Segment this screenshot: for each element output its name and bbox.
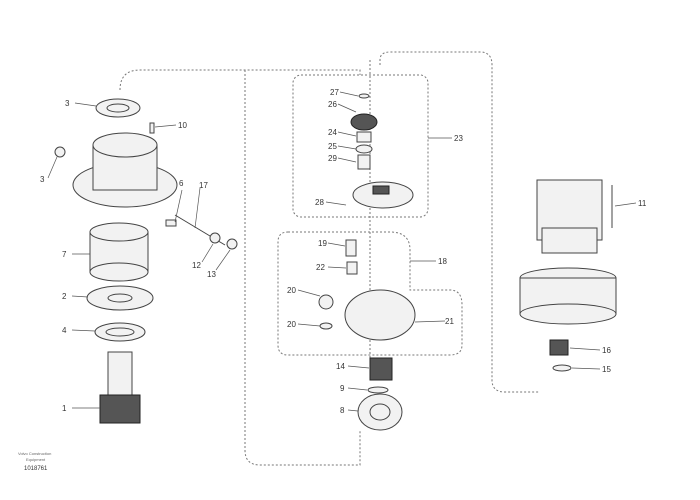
- part-16-gear: [549, 339, 569, 356]
- callout-11: 11: [638, 199, 647, 208]
- callout-23: 23: [454, 134, 463, 143]
- callout-26: 26: [328, 100, 337, 109]
- assembly-path: [119, 69, 361, 91]
- part-18-carrier: [344, 289, 416, 341]
- part-14-gear: [369, 357, 393, 381]
- leader-lines: [47, 91, 637, 412]
- callout-3: 3: [65, 99, 70, 108]
- part-washer: [209, 232, 221, 244]
- part-carrier-hub: [372, 185, 390, 195]
- part-8-hole: [369, 403, 391, 421]
- part-29: [357, 154, 371, 170]
- footer-line-2: Equipment: [26, 457, 46, 462]
- part-27: [358, 93, 370, 99]
- callout-15: 15: [602, 365, 611, 374]
- part-19: [345, 239, 357, 257]
- part-15-washer: [552, 364, 572, 372]
- callout-4: 4: [62, 326, 67, 335]
- callout-20b: 20: [287, 320, 296, 329]
- part-26: [350, 113, 378, 131]
- part-pinion-gear: [99, 394, 141, 424]
- part-20b: [319, 322, 333, 330]
- callout-12: 12: [192, 261, 201, 270]
- part-20a: [318, 294, 334, 310]
- callout-14: 14: [336, 362, 345, 371]
- callout-25: 25: [328, 142, 337, 151]
- part-ring-hole: [105, 327, 135, 337]
- part-9: [367, 386, 389, 394]
- callout-18: 18: [438, 257, 447, 266]
- callout-29: 29: [328, 154, 337, 163]
- part-motor-base: [541, 227, 598, 254]
- assembly-path: [379, 51, 540, 393]
- figure-number: 1018761: [24, 466, 48, 472]
- callout-22: 22: [316, 263, 325, 272]
- callout-16: 16: [602, 346, 611, 355]
- part-plug: [54, 146, 66, 158]
- footer-line-1: Volvo Construction: [18, 451, 51, 456]
- callout-2: 2: [62, 292, 67, 301]
- callout-1: 1: [62, 404, 67, 413]
- part-pinion-shaft: [107, 351, 133, 398]
- callout-8: 8: [340, 406, 345, 415]
- part-housing-top: [92, 132, 158, 158]
- part-bearing-top: [89, 222, 149, 242]
- callout-3b: 3: [40, 175, 45, 184]
- part-seal-hole: [106, 103, 130, 113]
- part-bearing-bottom: [89, 262, 149, 282]
- callout-24: 24: [328, 128, 337, 137]
- callout-21: 21: [445, 317, 454, 326]
- assembly-path: [244, 70, 361, 466]
- callout-19: 19: [318, 239, 327, 248]
- callout-20a: 20: [287, 286, 296, 295]
- callout-28: 28: [315, 198, 324, 207]
- callout-17: 17: [199, 181, 208, 190]
- callout-13: 13: [207, 270, 216, 279]
- group-box-23: [292, 74, 429, 218]
- callout-6: 6: [179, 179, 184, 188]
- part-bolt: [149, 122, 155, 134]
- part-nut: [226, 238, 238, 250]
- part-24: [356, 131, 372, 143]
- group-box-18: [277, 231, 463, 356]
- part-22: [346, 261, 358, 275]
- part-plate-hole: [107, 293, 133, 303]
- part-key: [165, 219, 177, 227]
- part-25: [355, 144, 373, 154]
- callout-10: 10: [178, 121, 187, 130]
- callout-7: 7: [62, 250, 67, 259]
- callout-27: 27: [330, 88, 339, 97]
- callout-9: 9: [340, 384, 345, 393]
- part-carrier: [352, 181, 414, 209]
- part-ring-gear-bottom: [519, 303, 617, 325]
